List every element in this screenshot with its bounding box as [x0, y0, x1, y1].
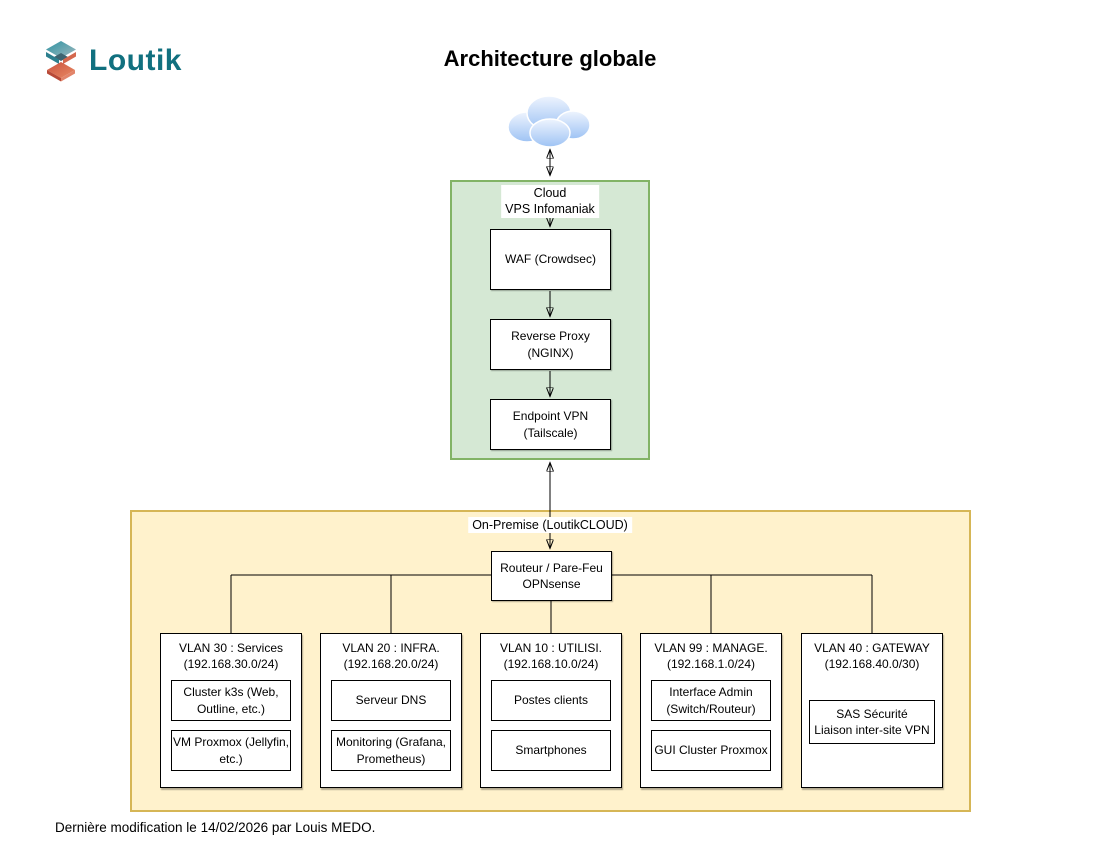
- vlan-item: VM Proxmox (Jellyfin, etc.): [171, 730, 291, 771]
- node-router-firewall: Routeur / Pare-Feu OPNsense: [491, 551, 612, 601]
- vlan-card-20: VLAN 20 : INFRA. (192.168.20.0/24) Serve…: [320, 633, 462, 788]
- node-waf: WAF (Crowdsec): [490, 229, 611, 290]
- vlan-title: VLAN 99 : MANAGE. (192.168.1.0/24): [654, 641, 768, 672]
- vlan-title: VLAN 40 : GATEWAY (192.168.40.0/30): [814, 641, 930, 672]
- page-title: Architecture globale: [443, 46, 657, 71]
- vlan-item: GUI Cluster Proxmox: [651, 730, 771, 771]
- cloud-icon: [507, 95, 591, 148]
- loutik-cube-icon: [46, 41, 76, 82]
- vlan-card-99: VLAN 99 : MANAGE. (192.168.1.0/24) Inter…: [640, 633, 782, 788]
- onprem-label: On-Premise (LoutikCLOUD): [468, 517, 632, 534]
- vlan-card-40: VLAN 40 : GATEWAY (192.168.40.0/30) SAS …: [801, 633, 943, 788]
- node-endpoint-vpn: Endpoint VPN (Tailscale): [490, 399, 611, 450]
- vlan-item: Serveur DNS: [331, 680, 451, 721]
- vlan-card-30: VLAN 30 : Services (192.168.30.0/24) Clu…: [160, 633, 302, 788]
- node-reverse-proxy: Reverse Proxy (NGINX): [490, 319, 611, 370]
- vlan-item: Monitoring (Grafana, Prometheus): [331, 730, 451, 771]
- vlan-card-10: VLAN 10 : UTILISI. (192.168.10.0/24) Pos…: [480, 633, 622, 788]
- vlan-title: VLAN 30 : Services (192.168.30.0/24): [178, 641, 284, 672]
- brand-logo: Loutik: [42, 40, 182, 82]
- vlan-item: SAS Sécurité Liaison inter-site VPN: [809, 700, 935, 744]
- vlan-title: VLAN 20 : INFRA. (192.168.20.0/24): [342, 641, 440, 672]
- vlan-item: Interface Admin (Switch/Routeur): [651, 680, 771, 721]
- last-modified-note: Dernière modification le 14/02/2026 par …: [55, 820, 376, 835]
- brand-name: Loutik: [89, 44, 182, 77]
- vlan-item: Cluster k3s (Web, Outline, etc.): [171, 680, 291, 721]
- vlan-item: Postes clients: [491, 680, 611, 721]
- cloud-vps-label: Cloud VPS Infomaniak: [501, 185, 599, 218]
- vlan-item: Smartphones: [491, 730, 611, 771]
- vlan-title: VLAN 10 : UTILISI. (192.168.10.0/24): [499, 641, 603, 672]
